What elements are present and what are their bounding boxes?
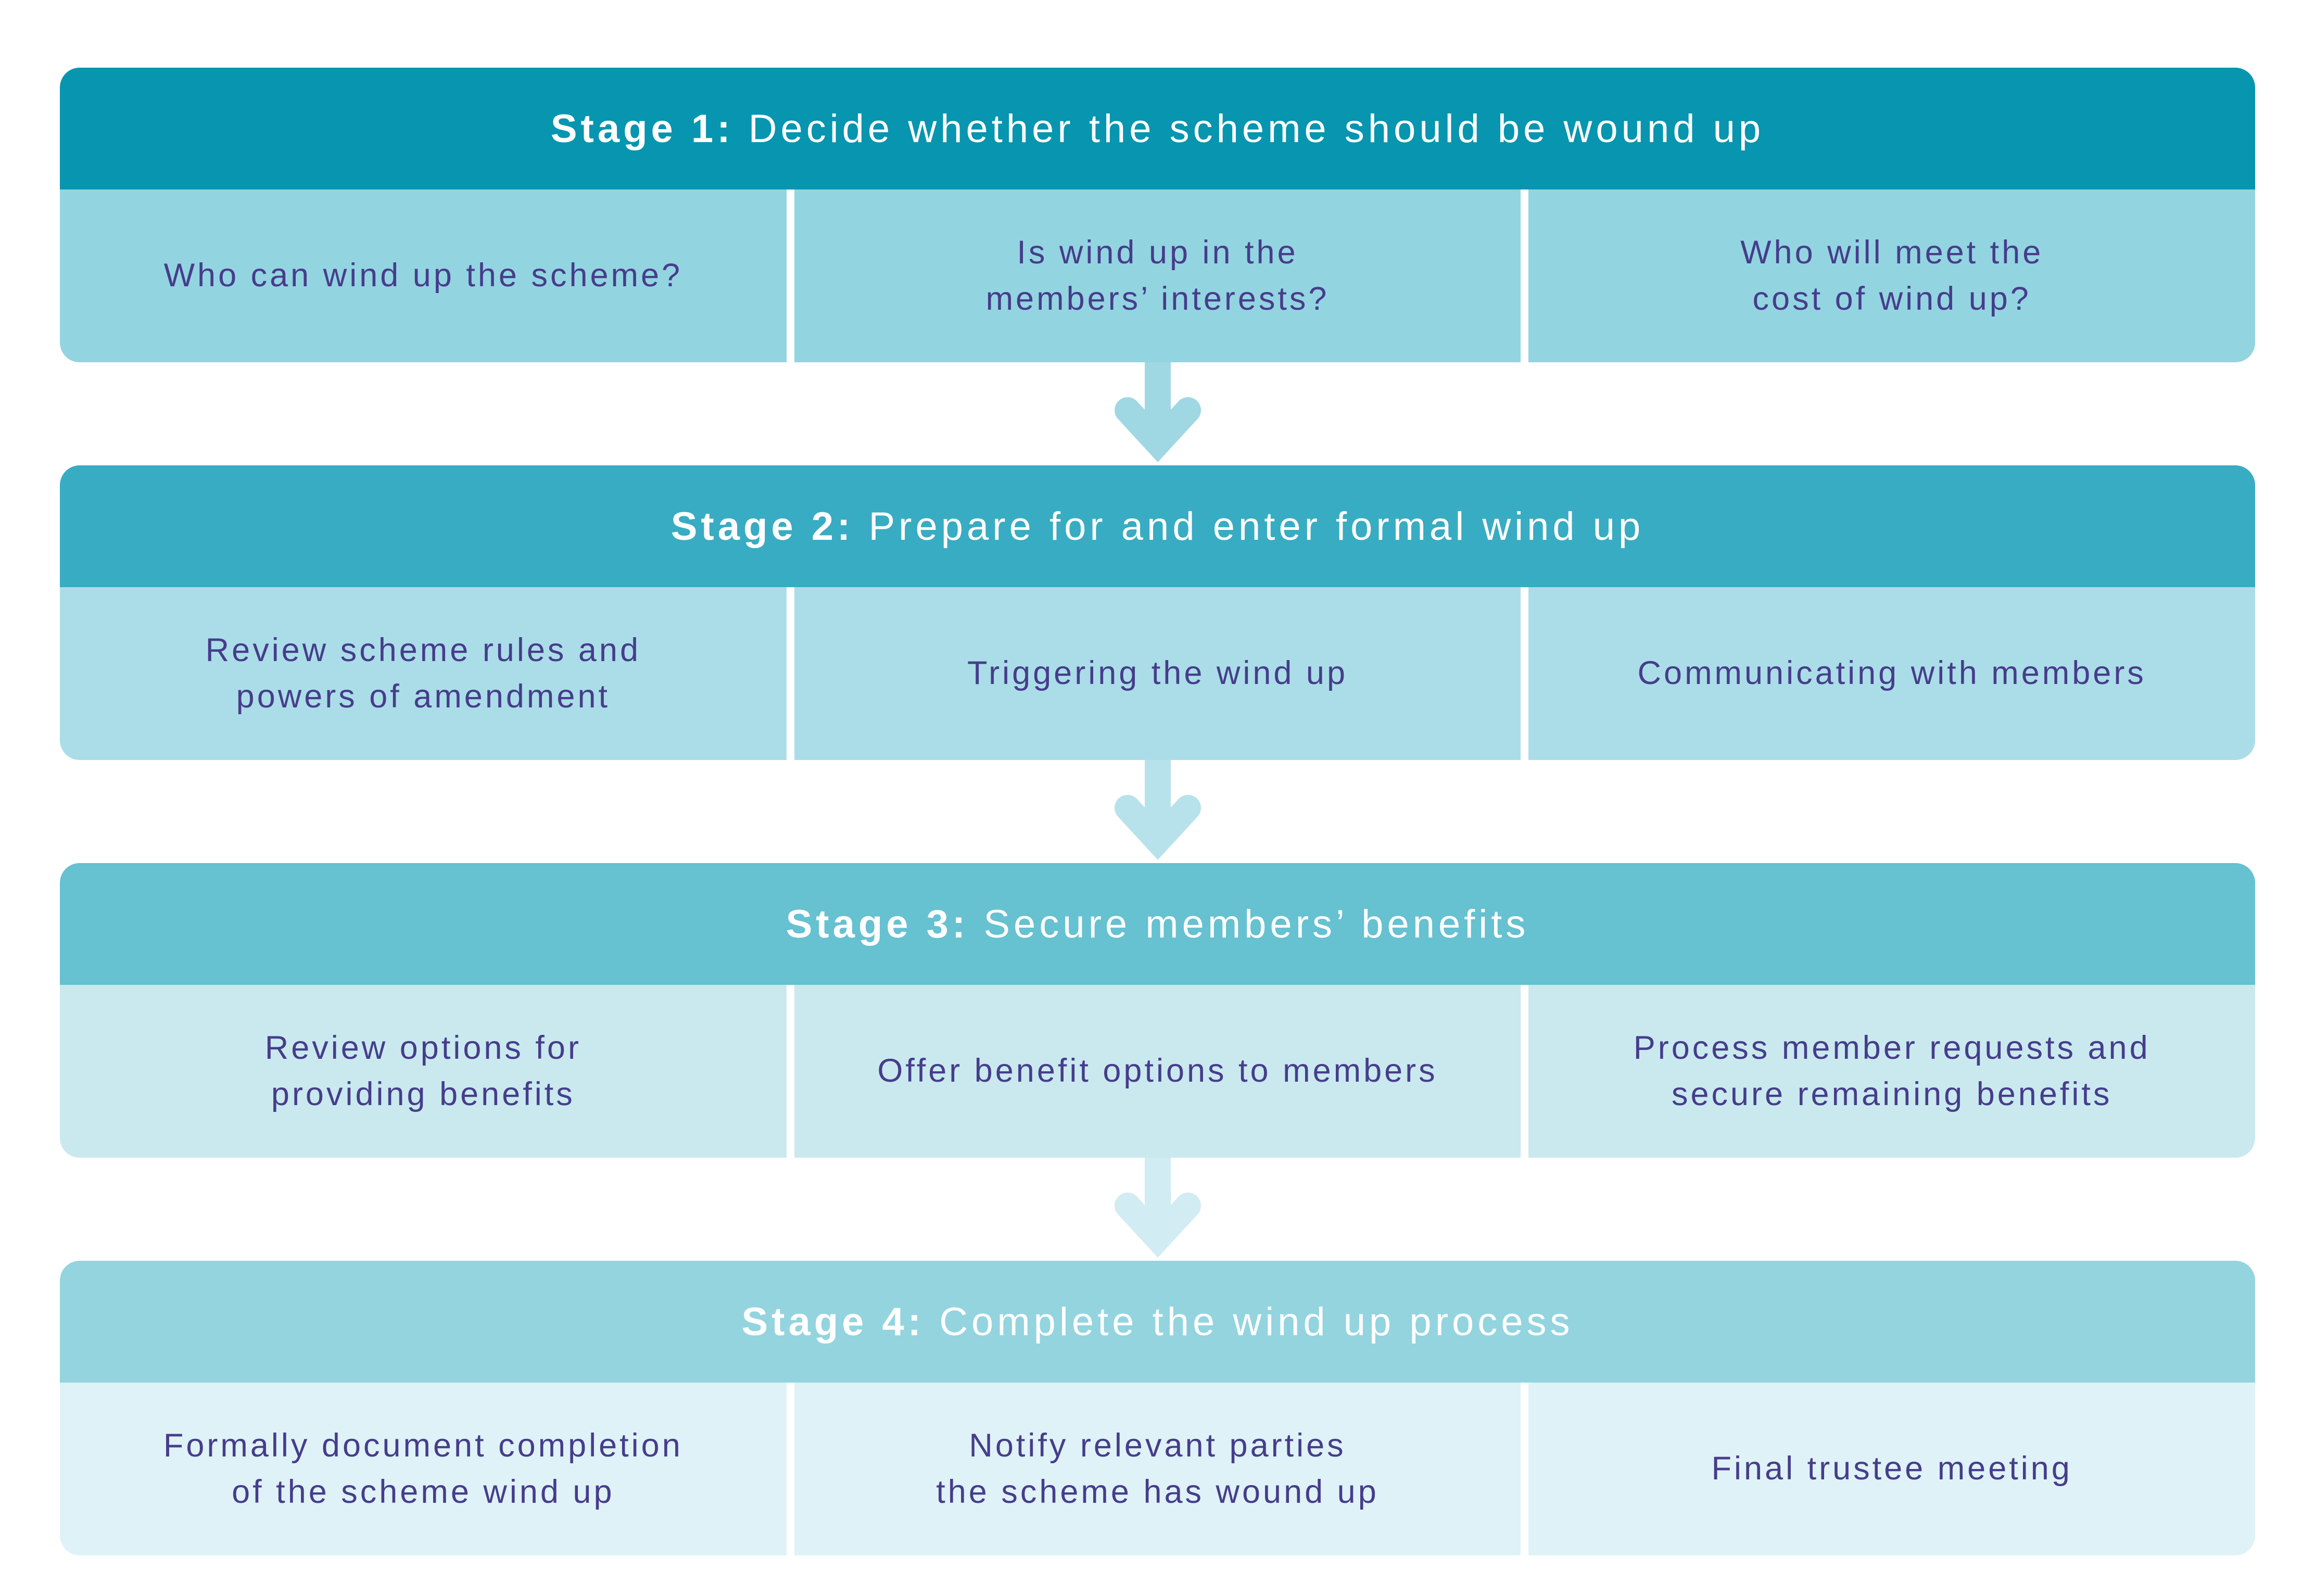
- stage-2-cell-2: Triggering the wind up: [794, 587, 1521, 760]
- stage-4-block: Stage 4: Complete the wind up process Fo…: [60, 1261, 2255, 1555]
- stage-4-cells: Formally document completion of the sche…: [60, 1383, 2255, 1555]
- stage-1-cell-3: Who will meet the cost of wind up?: [1528, 189, 2255, 362]
- stage-2-header: Stage 2: Prepare for and enter formal wi…: [60, 465, 2255, 587]
- down-arrow-icon: [1114, 362, 1201, 462]
- stage-3-cells: Review options for providing benefits Of…: [60, 985, 2255, 1158]
- stage-1-title: Decide whether the scheme should be woun…: [733, 106, 1765, 151]
- arrow-gap-3: [60, 1158, 2255, 1261]
- stage-1-label: Stage 1:: [550, 106, 734, 151]
- stage-3-title: Secure members’ benefits: [969, 902, 1529, 946]
- stage-1-cell-2: Is wind up in the members’ interests?: [794, 189, 1521, 362]
- down-arrow-icon: [1114, 760, 1201, 860]
- stage-3-header: Stage 3: Secure members’ benefits: [60, 863, 2255, 985]
- stage-4-title: Complete the wind up process: [925, 1299, 1574, 1344]
- stage-2-cell-3: Communicating with members: [1528, 587, 2255, 760]
- stage-1-cell-1: Who can wind up the scheme?: [60, 189, 787, 362]
- stage-4-cell-1: Formally document completion of the sche…: [60, 1383, 787, 1555]
- arrow-gap-1: [60, 362, 2255, 465]
- stage-4-cell-2: Notify relevant parties the scheme has w…: [794, 1383, 1521, 1555]
- stage-3-block: Stage 3: Secure members’ benefits Review…: [60, 863, 2255, 1158]
- stage-1-block: Stage 1: Decide whether the scheme shoul…: [60, 68, 2255, 362]
- stage-4-header: Stage 4: Complete the wind up process: [60, 1261, 2255, 1383]
- stage-4-label: Stage 4:: [741, 1299, 925, 1344]
- stage-2-block: Stage 2: Prepare for and enter formal wi…: [60, 465, 2255, 760]
- stage-1-cells: Who can wind up the scheme? Is wind up i…: [60, 189, 2255, 362]
- stage-1-header: Stage 1: Decide whether the scheme shoul…: [60, 68, 2255, 189]
- stage-3-cell-3: Process member requests and secure remai…: [1528, 985, 2255, 1158]
- stage-3-label: Stage 3:: [786, 902, 969, 946]
- stage-3-cell-1: Review options for providing benefits: [60, 985, 787, 1158]
- stage-2-cells: Review scheme rules and powers of amendm…: [60, 587, 2255, 760]
- arrow-gap-2: [60, 760, 2255, 863]
- stage-3-cell-2: Offer benefit options to members: [794, 985, 1521, 1158]
- stage-4-cell-3: Final trustee meeting: [1528, 1383, 2255, 1555]
- stage-2-title: Prepare for and enter formal wind up: [854, 504, 1644, 549]
- down-arrow-icon: [1114, 1158, 1201, 1258]
- stage-2-label: Stage 2:: [671, 504, 854, 549]
- stage-2-cell-1: Review scheme rules and powers of amendm…: [60, 587, 787, 760]
